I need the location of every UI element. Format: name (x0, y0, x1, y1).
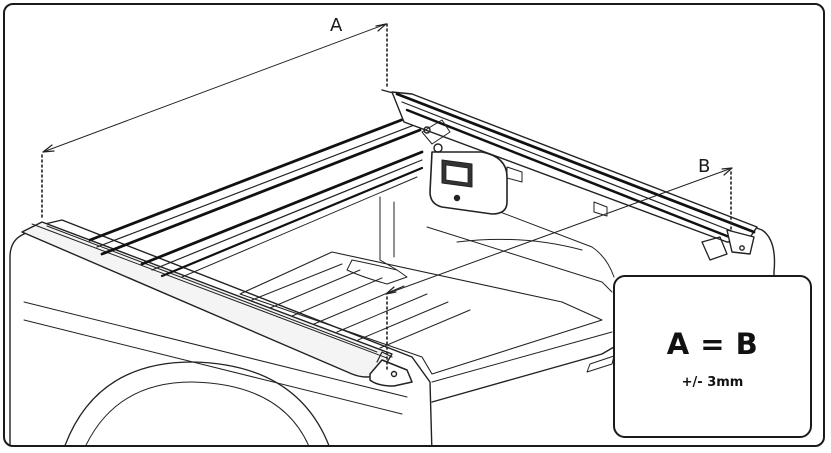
far-side-lower (431, 346, 615, 403)
truck-bed-diagram: A B (9, 15, 776, 445)
tailgate-handle (586, 355, 615, 373)
dimension-b (385, 167, 733, 371)
far-end-clamp (701, 229, 755, 261)
dimension-a (41, 23, 388, 221)
near-rail (21, 221, 393, 378)
truck-side-panel-line (23, 301, 408, 398)
tolerance-text: +/- 3mm (681, 375, 744, 390)
tailgate-line (431, 331, 613, 383)
far-side-body (381, 89, 776, 283)
diagram-frame: A B A = B +/- 3mm (3, 3, 825, 447)
wheel-arch (64, 361, 330, 445)
near-end-clamp (369, 351, 413, 387)
truck-body-outline (9, 219, 433, 445)
truck-side-panel-line-2 (23, 319, 403, 415)
label-a: A (330, 15, 343, 36)
equation-text: A = B (666, 327, 759, 361)
wheel-arch-inner (85, 381, 309, 445)
tolerance-callout: A = B +/- 3mm (613, 275, 812, 438)
motor-housing (421, 119, 508, 215)
cover-frame (88, 91, 758, 278)
label-b: B (698, 156, 710, 177)
bed-floor (239, 251, 603, 375)
